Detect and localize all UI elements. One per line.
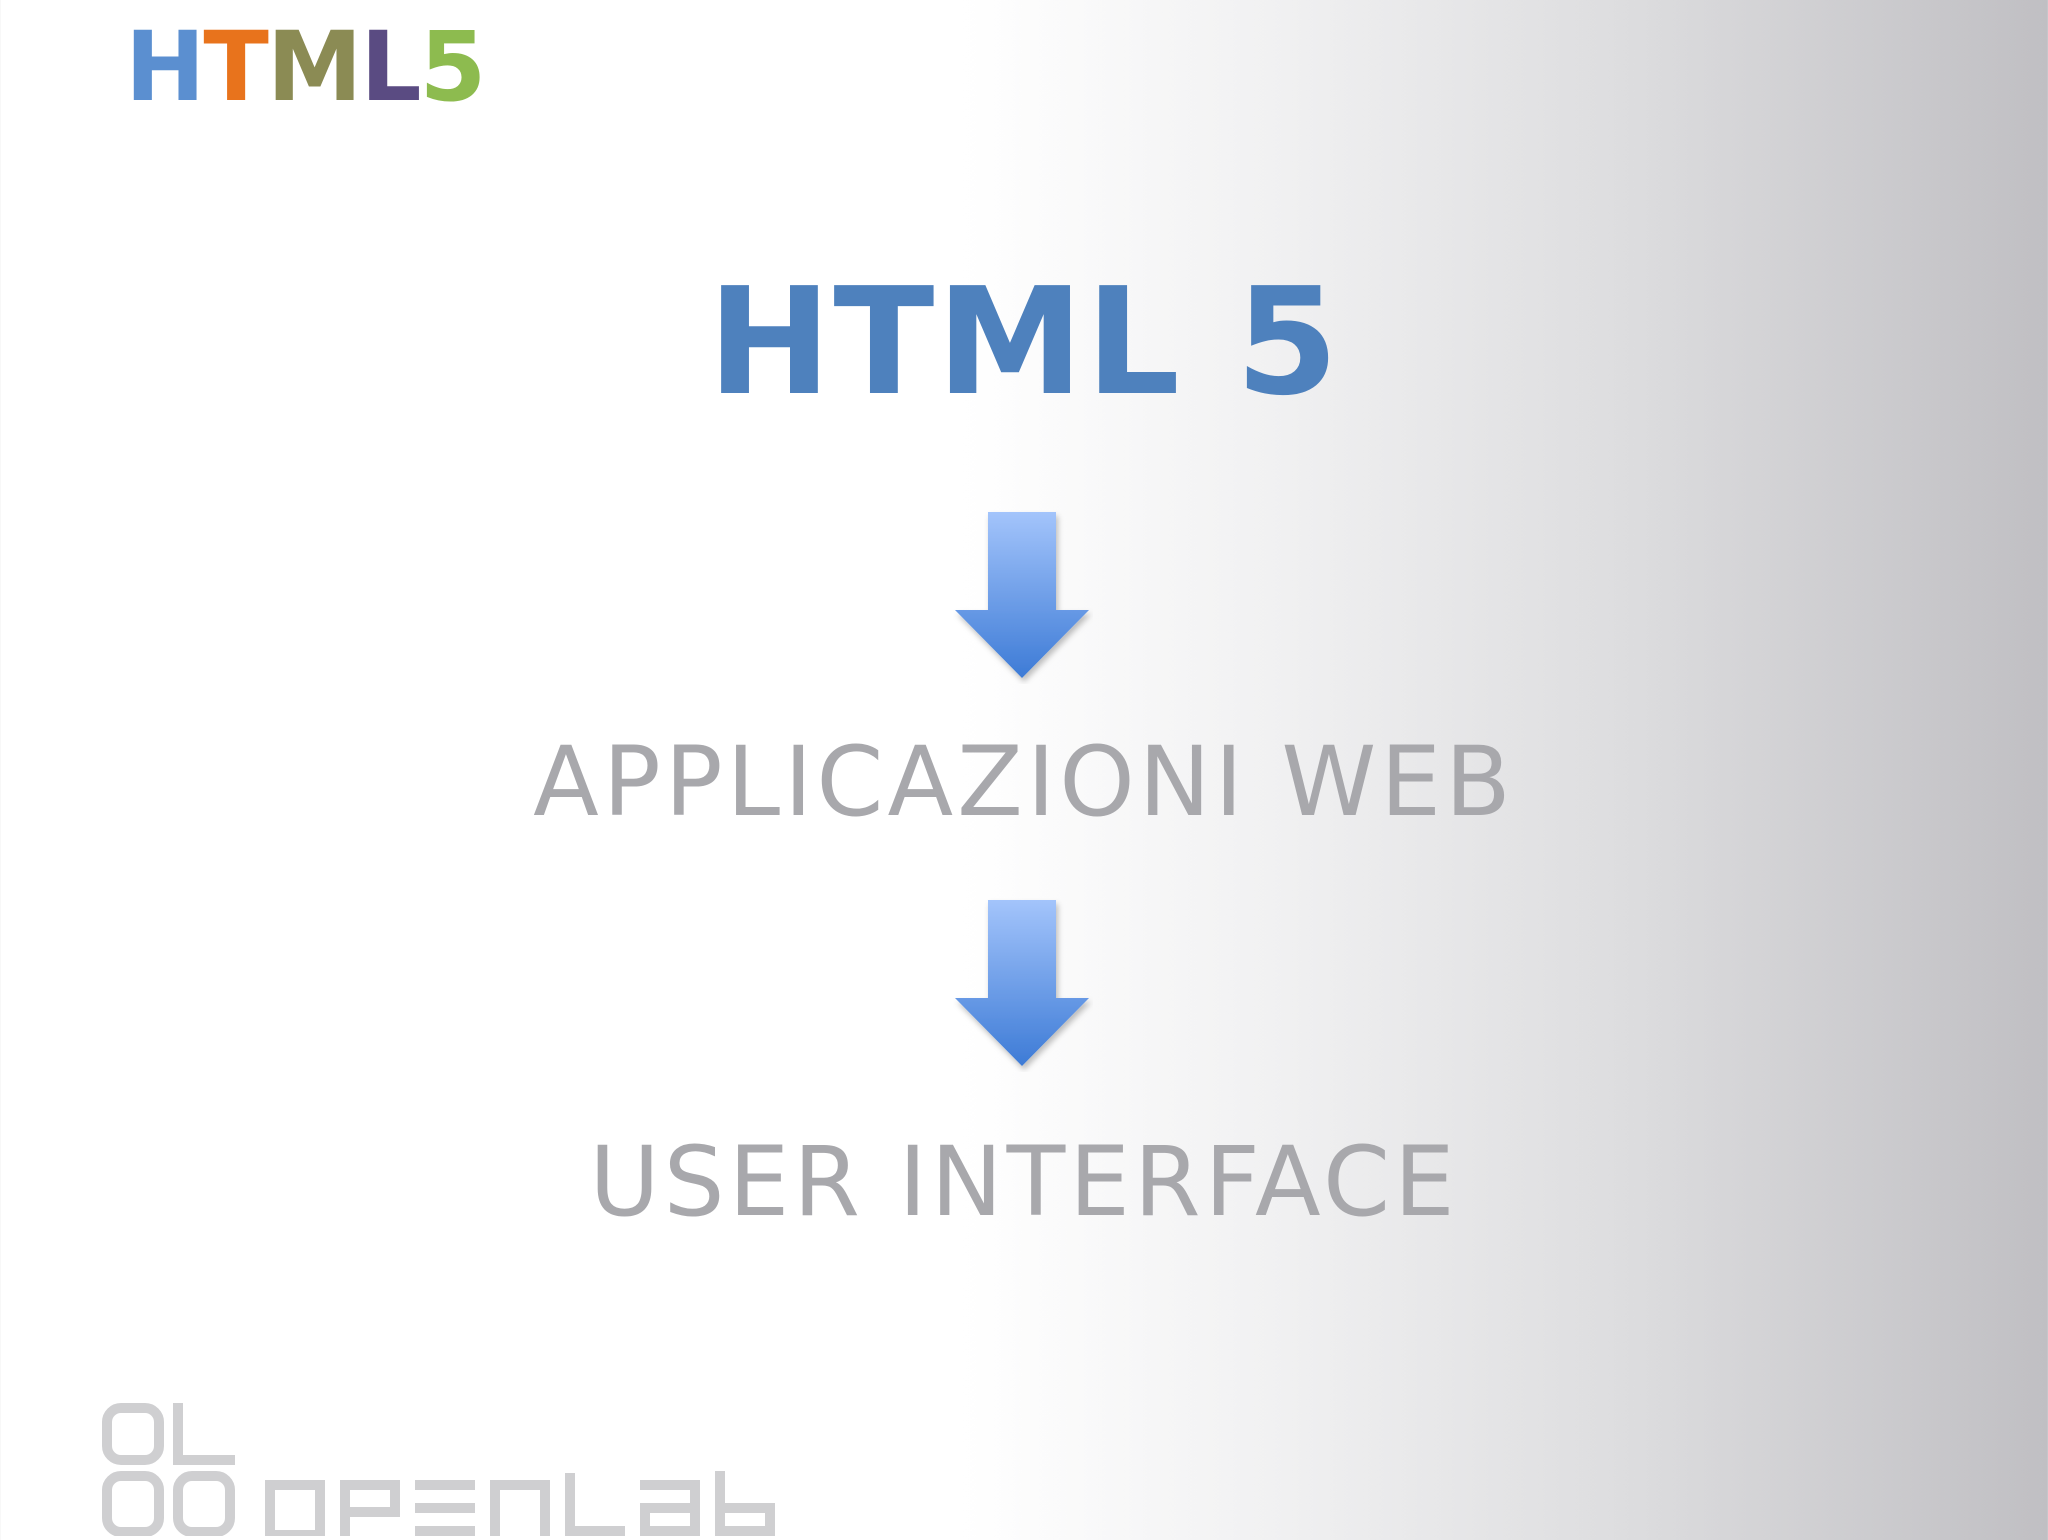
step-label-web-apps: APPLICAZIONI WEB xyxy=(533,726,1515,838)
logo-letter-l: L xyxy=(360,11,421,123)
html5-logo: H T M L 5 xyxy=(125,11,487,123)
logo-letter-5: 5 xyxy=(419,11,487,123)
openlab-logo xyxy=(100,1400,840,1540)
step-label-user-interface: USER INTERFACE xyxy=(589,1126,1459,1238)
down-arrow-icon xyxy=(953,898,1093,1072)
logo-letter-m: M xyxy=(266,11,363,123)
logo-letter-t: T xyxy=(203,11,268,123)
logo-letter-h: H xyxy=(125,11,205,123)
slide-title: HTML 5 xyxy=(707,256,1341,428)
down-arrow-icon xyxy=(953,510,1093,684)
